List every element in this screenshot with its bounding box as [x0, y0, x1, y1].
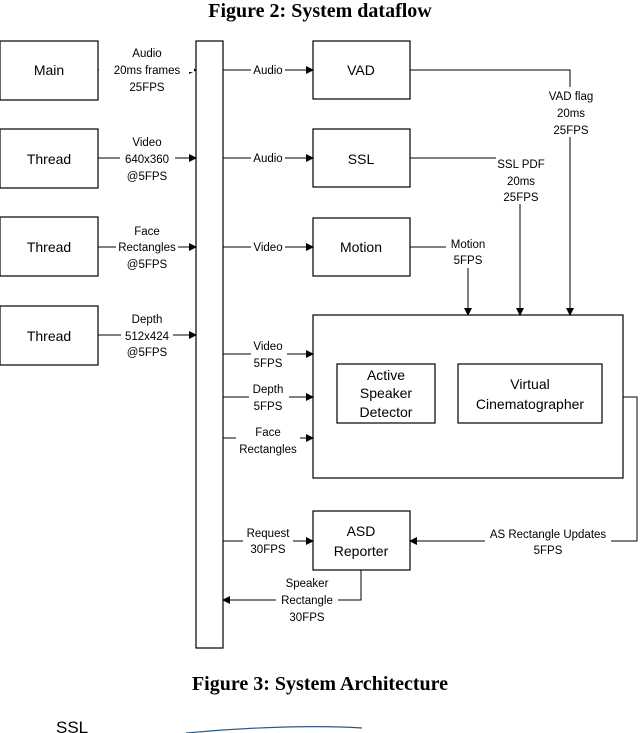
svg-text:AS Rectangle Updates: AS Rectangle Updates — [490, 529, 607, 541]
svg-text:Speaker: Speaker — [360, 385, 412, 401]
svg-text:Video: Video — [253, 341, 282, 353]
svg-text:Face: Face — [255, 427, 281, 439]
svg-text:Face: Face — [134, 226, 160, 238]
svg-text:Rectangles: Rectangles — [118, 242, 176, 254]
vad-out-label: VAD flag 20ms 25FPS — [543, 87, 599, 137]
asd-reporter-block: ASD Reporter — [312, 510, 411, 571]
central-bus — [195, 40, 224, 649]
bottom-fragment-curve — [185, 726, 363, 733]
svg-text:Reporter: Reporter — [334, 543, 389, 559]
svg-text:20ms frames: 20ms frames — [114, 65, 181, 77]
svg-text:Audio: Audio — [253, 153, 282, 165]
svg-text:Virtual: Virtual — [510, 376, 549, 392]
svg-text:@5FPS: @5FPS — [127, 171, 168, 183]
svg-text:Video: Video — [253, 242, 282, 254]
svg-text:Depth: Depth — [253, 384, 284, 396]
request-label: Request 30FPS — [243, 528, 293, 556]
vad-out-arrow — [410, 69, 574, 316]
to-motion-label: Video — [251, 240, 285, 254]
svg-text:Rectangles: Rectangles — [239, 444, 297, 456]
depth-thread-block: Thread — [0, 305, 99, 366]
main-block: Main — [0, 40, 99, 101]
svg-text:5FPS: 5FPS — [254, 401, 283, 413]
svg-text:Audio: Audio — [253, 65, 282, 77]
vad-block: VAD — [312, 40, 411, 100]
face-out-label: Face Rectangles @5FPS — [116, 226, 178, 271]
main-block-label: Main — [34, 62, 64, 78]
svg-text:20ms: 20ms — [557, 108, 585, 120]
svg-text:Cinematographer: Cinematographer — [476, 396, 585, 412]
video-out-label: Video 640x360 @5FPS — [120, 137, 175, 183]
svg-text:20ms: 20ms — [507, 176, 535, 188]
svg-text:640x360: 640x360 — [125, 154, 169, 166]
depth-thread-label: Thread — [27, 328, 71, 344]
svg-text:SSL PDF: SSL PDF — [497, 159, 545, 171]
main-out-label: Audio 20ms frames 25FPS — [99, 48, 194, 94]
to-vad-label: Audio — [251, 63, 285, 77]
svg-text:25FPS: 25FPS — [503, 192, 538, 204]
ssl-label: SSL — [348, 151, 375, 167]
depth-out-label: Depth 512x424 @5FPS — [121, 314, 173, 359]
svg-text:5FPS: 5FPS — [454, 255, 483, 267]
speaker-rect-arrow — [222, 570, 362, 604]
figure-2-caption: Figure 2: System dataflow — [208, 0, 432, 22]
svg-text:30FPS: 30FPS — [289, 612, 324, 624]
svg-text:Request: Request — [247, 528, 291, 540]
speaker-rect-label: Speaker Rectangle 30FPS — [276, 576, 338, 624]
to-main-depth-label: Depth 5FPS — [249, 384, 289, 413]
svg-text:Detector: Detector — [360, 404, 413, 420]
face-thread-block: Thread — [0, 216, 99, 277]
motion-out-label: Motion 5FPS — [446, 237, 490, 268]
svg-text:VAD flag: VAD flag — [549, 91, 594, 103]
bottom-fragment-text: SSL — [56, 718, 88, 733]
svg-text:25FPS: 25FPS — [129, 82, 164, 94]
svg-text:Audio: Audio — [132, 48, 161, 60]
svg-text:512x424: 512x424 — [125, 331, 170, 343]
svg-text:@5FPS: @5FPS — [127, 259, 168, 271]
svg-text:Speaker: Speaker — [286, 578, 329, 590]
face-thread-label: Thread — [27, 239, 71, 255]
video-thread-block: Thread — [0, 128, 99, 189]
to-main-face-label: Face Rectangles — [236, 427, 300, 456]
ssl-block: SSL — [312, 128, 411, 188]
active-speaker-detector-block: Active Speaker Detector — [336, 363, 436, 424]
motion-label: Motion — [340, 239, 382, 255]
svg-text:Rectangle: Rectangle — [281, 595, 333, 607]
figure-3-caption: Figure 3: System Architecture — [191, 673, 449, 695]
svg-text:30FPS: 30FPS — [250, 544, 285, 556]
svg-text:ASD: ASD — [347, 523, 376, 539]
svg-text:25FPS: 25FPS — [553, 125, 588, 137]
virtual-cinematographer-block: Virtual Cinematographer — [457, 363, 603, 424]
svg-text:Depth: Depth — [132, 314, 163, 326]
motion-block: Motion — [312, 217, 411, 277]
as-updates-label: AS Rectangle Updates 5FPS — [485, 528, 611, 557]
video-thread-label: Thread — [27, 151, 71, 167]
ssl-out-label: SSL PDF 20ms 25FPS — [496, 156, 546, 204]
to-main-video-label: Video 5FPS — [251, 341, 287, 370]
vad-label: VAD — [347, 62, 375, 78]
svg-text:Active: Active — [367, 367, 405, 383]
svg-text:Video: Video — [132, 137, 161, 149]
svg-text:Motion: Motion — [451, 239, 486, 251]
svg-text:@5FPS: @5FPS — [127, 347, 168, 359]
svg-text:5FPS: 5FPS — [254, 358, 283, 370]
svg-text:5FPS: 5FPS — [534, 545, 563, 557]
to-ssl-label: Audio — [251, 151, 285, 165]
